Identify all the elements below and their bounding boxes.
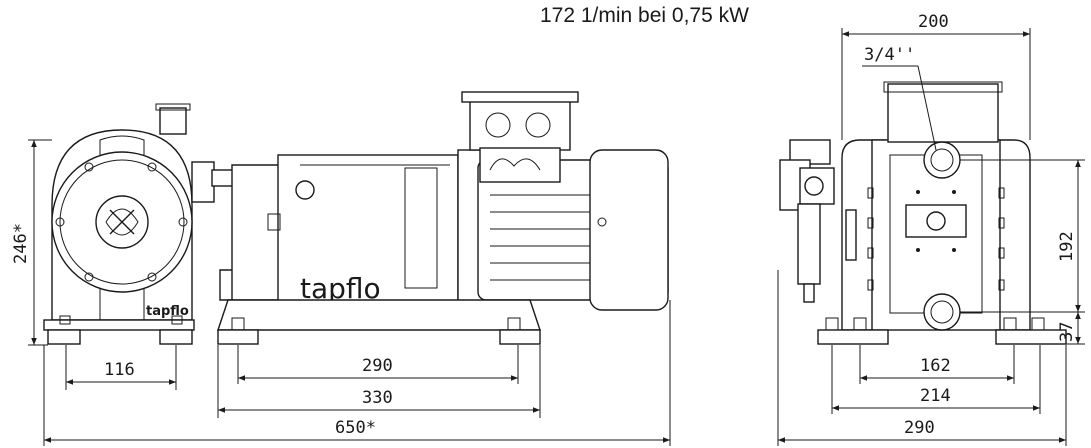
dim-side-height: 192	[1057, 231, 1077, 262]
dim-side-inner: 162	[920, 356, 951, 376]
speed-power-caption: 172 1/min bei 0,75 kW	[540, 4, 749, 27]
dim-motor-inner: 290	[362, 356, 393, 376]
pump-elevation-view: tapflo tapflo	[43, 91, 669, 345]
dim-overall-length: 650*	[335, 418, 376, 438]
dim-side-base: 37	[1057, 322, 1077, 342]
dim-side-outer: 290	[904, 418, 935, 438]
dim-pump-feet: 116	[104, 360, 135, 380]
dim-side-mid: 214	[920, 386, 951, 406]
dimension-lines: 246* 116 290 330 650* 200 3/4''	[11, 12, 1085, 446]
pump-end-view	[779, 81, 1067, 345]
dim-motor-outer: 330	[362, 388, 393, 408]
dim-port-size: 3/4''	[864, 45, 915, 65]
pump-head-logo: tapflo	[146, 304, 189, 319]
dim-height-left: 246*	[11, 223, 31, 264]
dim-top-width: 200	[918, 12, 949, 32]
